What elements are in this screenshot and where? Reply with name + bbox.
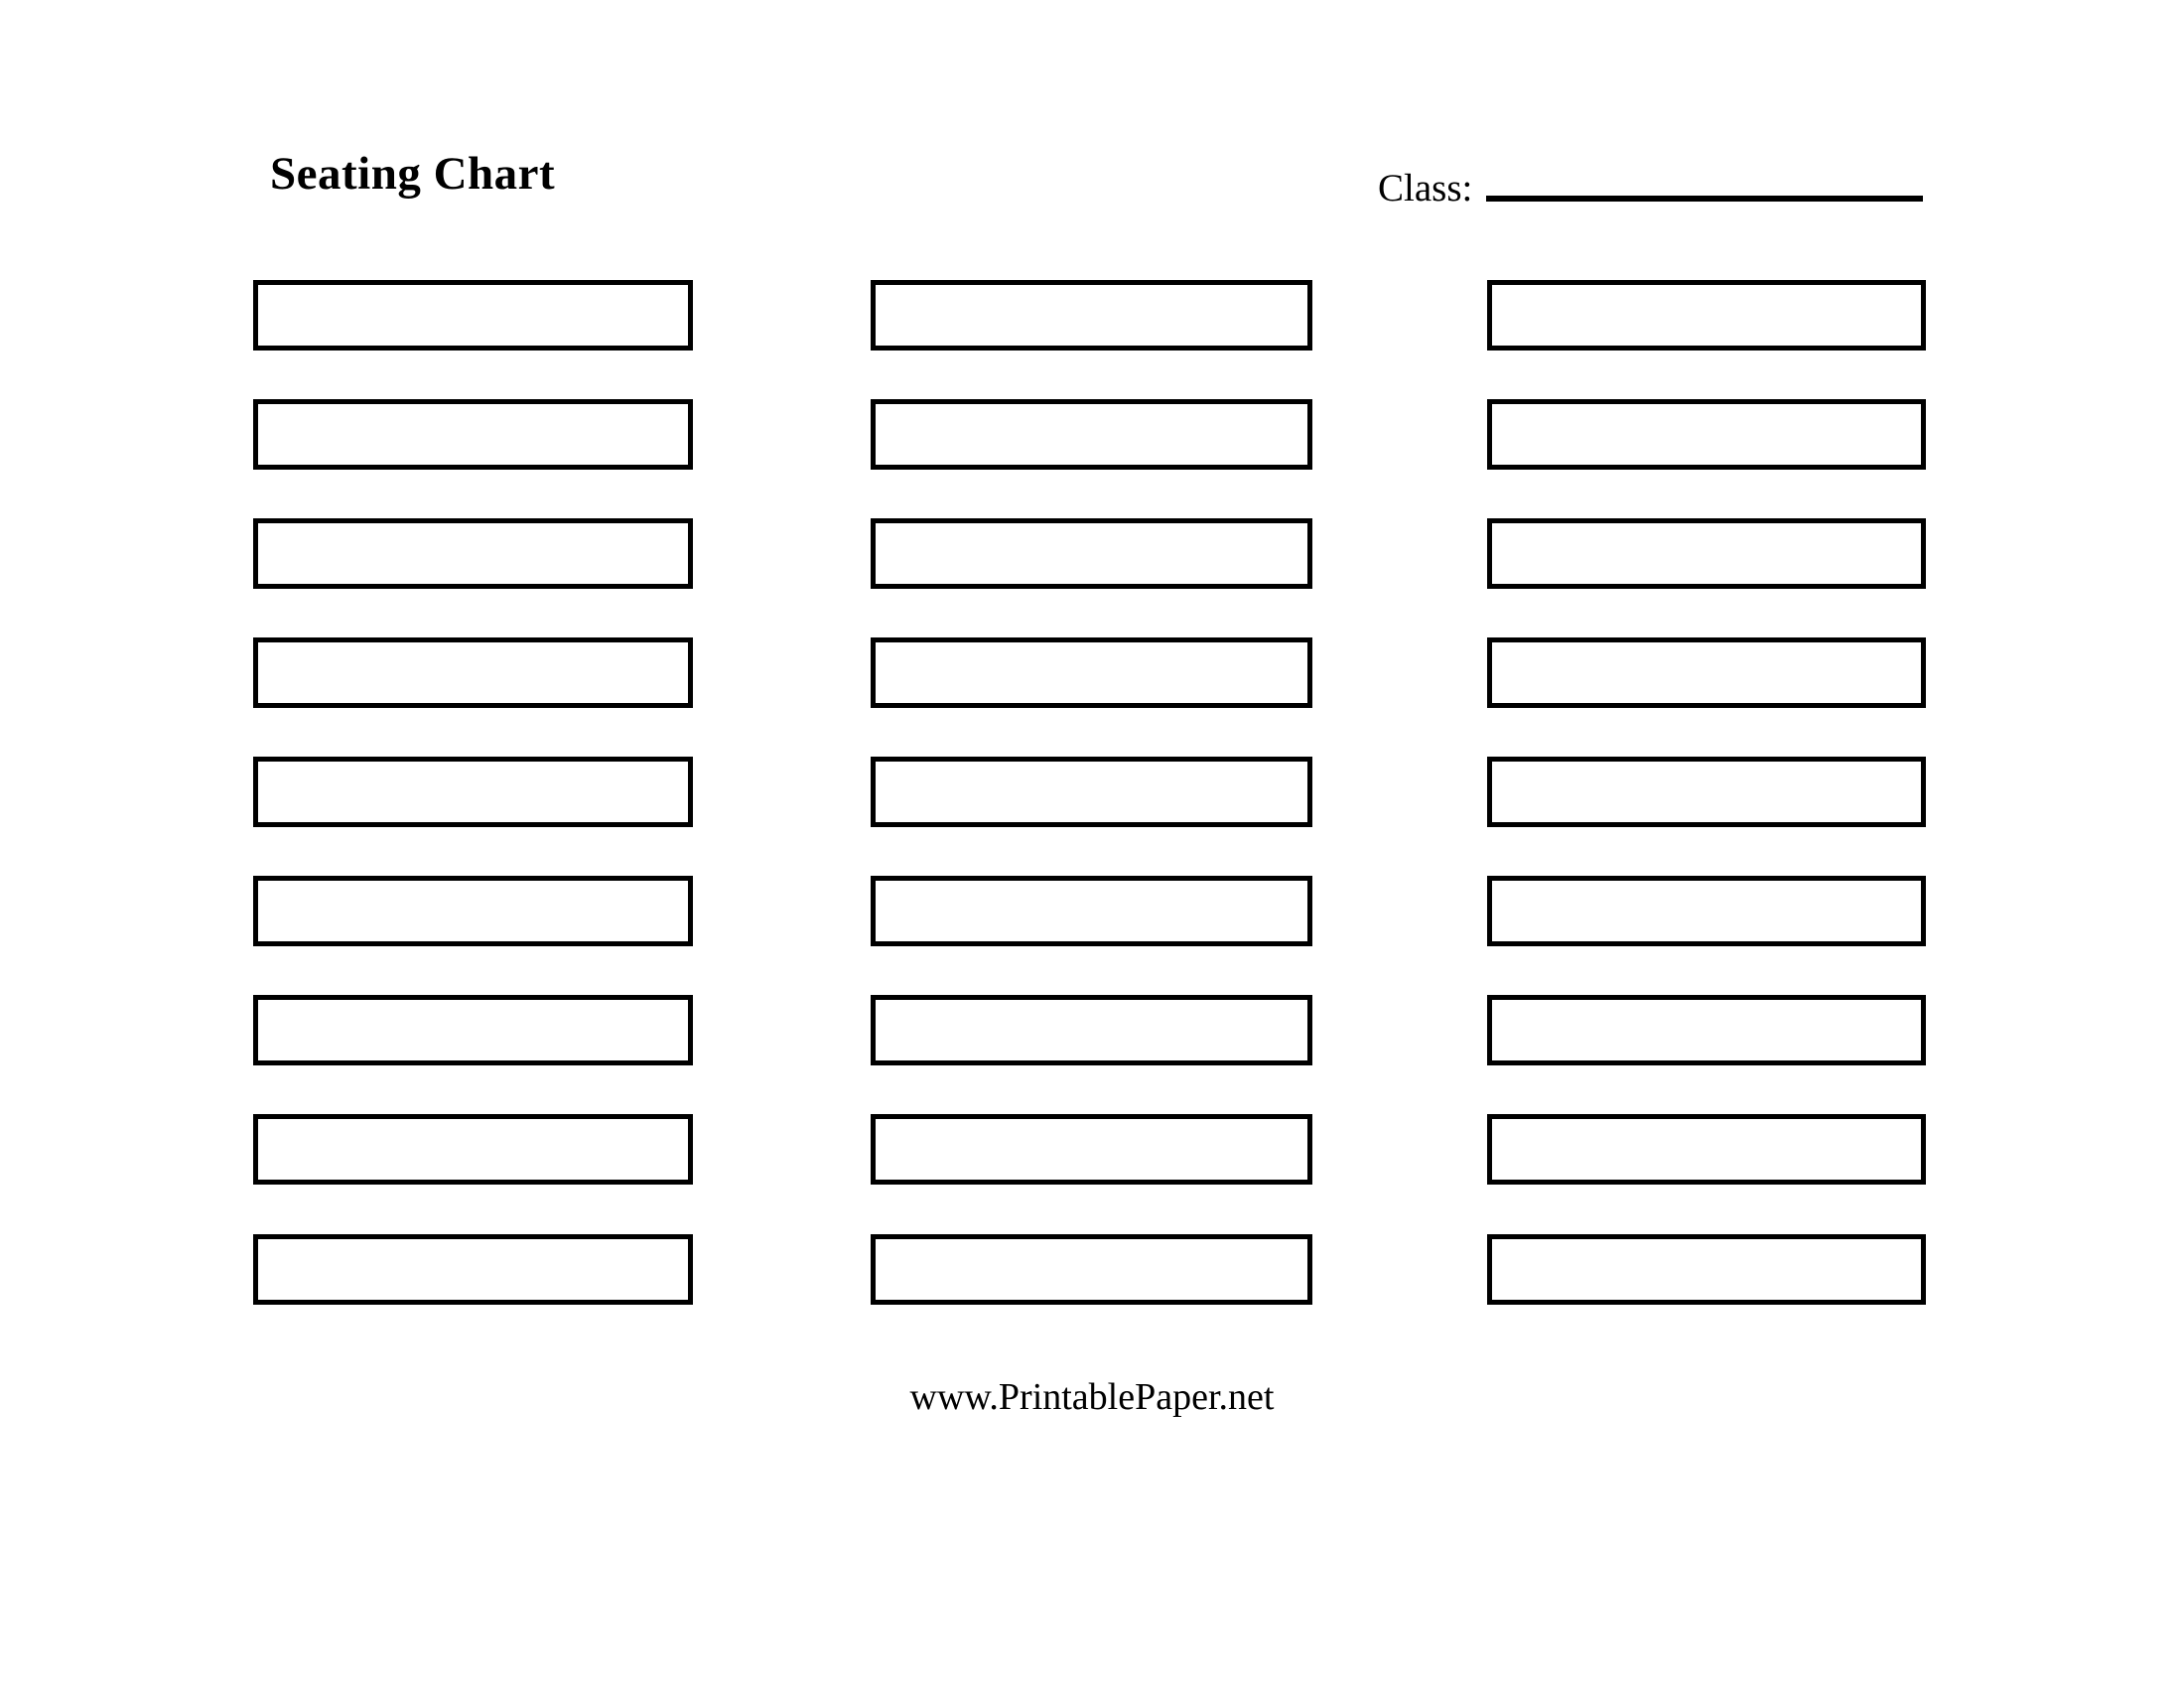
- seat-box[interactable]: [1487, 280, 1926, 351]
- seat-box[interactable]: [1487, 1234, 1926, 1305]
- seat-box[interactable]: [253, 518, 693, 589]
- seat-row: [253, 399, 1926, 470]
- seat-box[interactable]: [1487, 995, 1926, 1065]
- page-footer: www.PrintablePaper.net: [0, 1378, 2184, 1416]
- seat-row: [253, 518, 1926, 589]
- seat-box[interactable]: [1487, 399, 1926, 470]
- seat-row: [253, 757, 1926, 827]
- seat-box[interactable]: [871, 518, 1312, 589]
- class-blank-line[interactable]: [1486, 196, 1924, 202]
- seat-row: [253, 280, 1926, 351]
- seat-row: [253, 1114, 1926, 1185]
- seat-box[interactable]: [1487, 757, 1926, 827]
- seat-box[interactable]: [871, 280, 1312, 351]
- seat-box[interactable]: [1487, 518, 1926, 589]
- seat-grid: [253, 280, 1926, 1309]
- seat-box[interactable]: [1487, 637, 1926, 708]
- seat-box[interactable]: [871, 757, 1312, 827]
- seat-box[interactable]: [871, 399, 1312, 470]
- seat-box[interactable]: [871, 1234, 1312, 1305]
- seat-box[interactable]: [253, 399, 693, 470]
- seat-row: [253, 995, 1926, 1065]
- page-header: Seating Chart Class:: [0, 0, 2184, 238]
- class-field: Class:: [1378, 167, 1924, 210]
- class-label: Class:: [1378, 167, 1473, 210]
- seat-box[interactable]: [871, 1114, 1312, 1185]
- seat-row: [253, 876, 1926, 946]
- seat-box[interactable]: [253, 1114, 693, 1185]
- footer-url: www.PrintablePaper.net: [909, 1376, 1275, 1418]
- seat-box[interactable]: [253, 280, 693, 351]
- seat-box[interactable]: [253, 637, 693, 708]
- seat-box[interactable]: [253, 876, 693, 946]
- page-title: Seating Chart: [270, 148, 556, 200]
- seat-row: [253, 637, 1926, 708]
- seat-row: [253, 1234, 1926, 1305]
- seat-box[interactable]: [253, 757, 693, 827]
- seat-box[interactable]: [871, 995, 1312, 1065]
- seat-box[interactable]: [871, 637, 1312, 708]
- seat-box[interactable]: [871, 876, 1312, 946]
- seat-box[interactable]: [253, 995, 693, 1065]
- seat-box[interactable]: [1487, 1114, 1926, 1185]
- seat-box[interactable]: [1487, 876, 1926, 946]
- seat-box[interactable]: [253, 1234, 693, 1305]
